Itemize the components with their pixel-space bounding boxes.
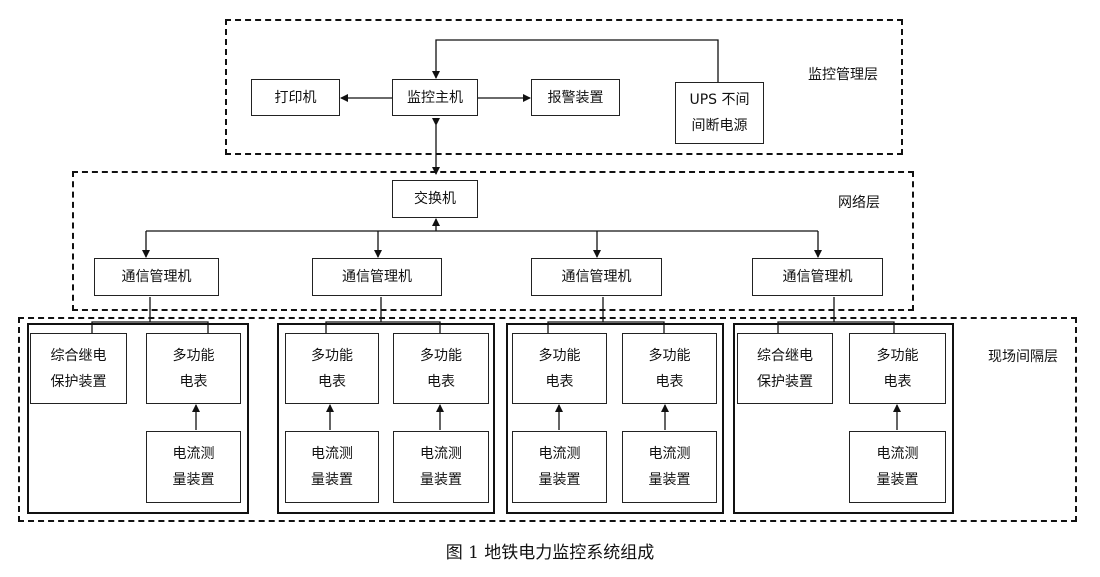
group3-bus-line	[547, 321, 665, 333]
field-group-3	[506, 323, 724, 514]
group2-bus-line	[325, 321, 441, 333]
group4-bus-line	[777, 321, 895, 333]
group1-bus-line	[91, 321, 209, 333]
current-measure-box-3b: 电流测 量装置	[622, 431, 717, 503]
current-measure-box-1: 电流测 量装置	[146, 431, 241, 503]
field-group-1	[27, 323, 249, 514]
ups-to-host-line	[432, 39, 719, 82]
printer-box: 打印机	[251, 79, 340, 116]
meter-box-4: 多功能 电表	[849, 333, 946, 404]
comm-manager-box-3: 通信管理机	[531, 258, 662, 296]
current-measure-box-2a: 电流测 量装置	[285, 431, 379, 503]
monitoring-host-box: 监控主机	[392, 79, 478, 116]
current-measure-box-2b: 电流测 量装置	[393, 431, 489, 503]
alarm-device-box: 报警装置	[531, 79, 620, 116]
meter-box-2a: 多功能 电表	[285, 333, 379, 404]
field-group-2	[277, 323, 495, 514]
relay-protection-box-4: 综合继电 保护装置	[737, 333, 833, 404]
monitoring-layer-label: 监控管理层	[808, 67, 878, 83]
network-layer-frame	[72, 171, 914, 311]
ups-power-box: UPS 不间 间断电源	[675, 82, 764, 144]
field-layer-label: 现场间隔层	[988, 349, 1058, 365]
current-measure-box-4: 电流测 量装置	[849, 431, 946, 503]
field-layer-frame	[18, 317, 1077, 522]
monitoring-layer-frame	[225, 19, 903, 155]
figure-caption: 图 1 地铁电力监控系统组成	[445, 543, 655, 563]
relay-protection-box-1: 综合继电 保护装置	[30, 333, 127, 404]
current-measure-box-3a: 电流测 量装置	[512, 431, 607, 503]
meter-box-3a: 多功能 电表	[512, 333, 607, 404]
meter-box-2b: 多功能 电表	[393, 333, 489, 404]
meter-box-1: 多功能 电表	[146, 333, 241, 404]
switch-box: 交换机	[392, 180, 478, 218]
comm-manager-box-1: 通信管理机	[94, 258, 219, 296]
network-layer-label: 网络层	[838, 195, 880, 211]
comm-manager-box-4: 通信管理机	[752, 258, 883, 296]
field-group-4	[733, 323, 954, 514]
comm-manager-box-2: 通信管理机	[312, 258, 442, 296]
meter-box-3b: 多功能 电表	[622, 333, 717, 404]
